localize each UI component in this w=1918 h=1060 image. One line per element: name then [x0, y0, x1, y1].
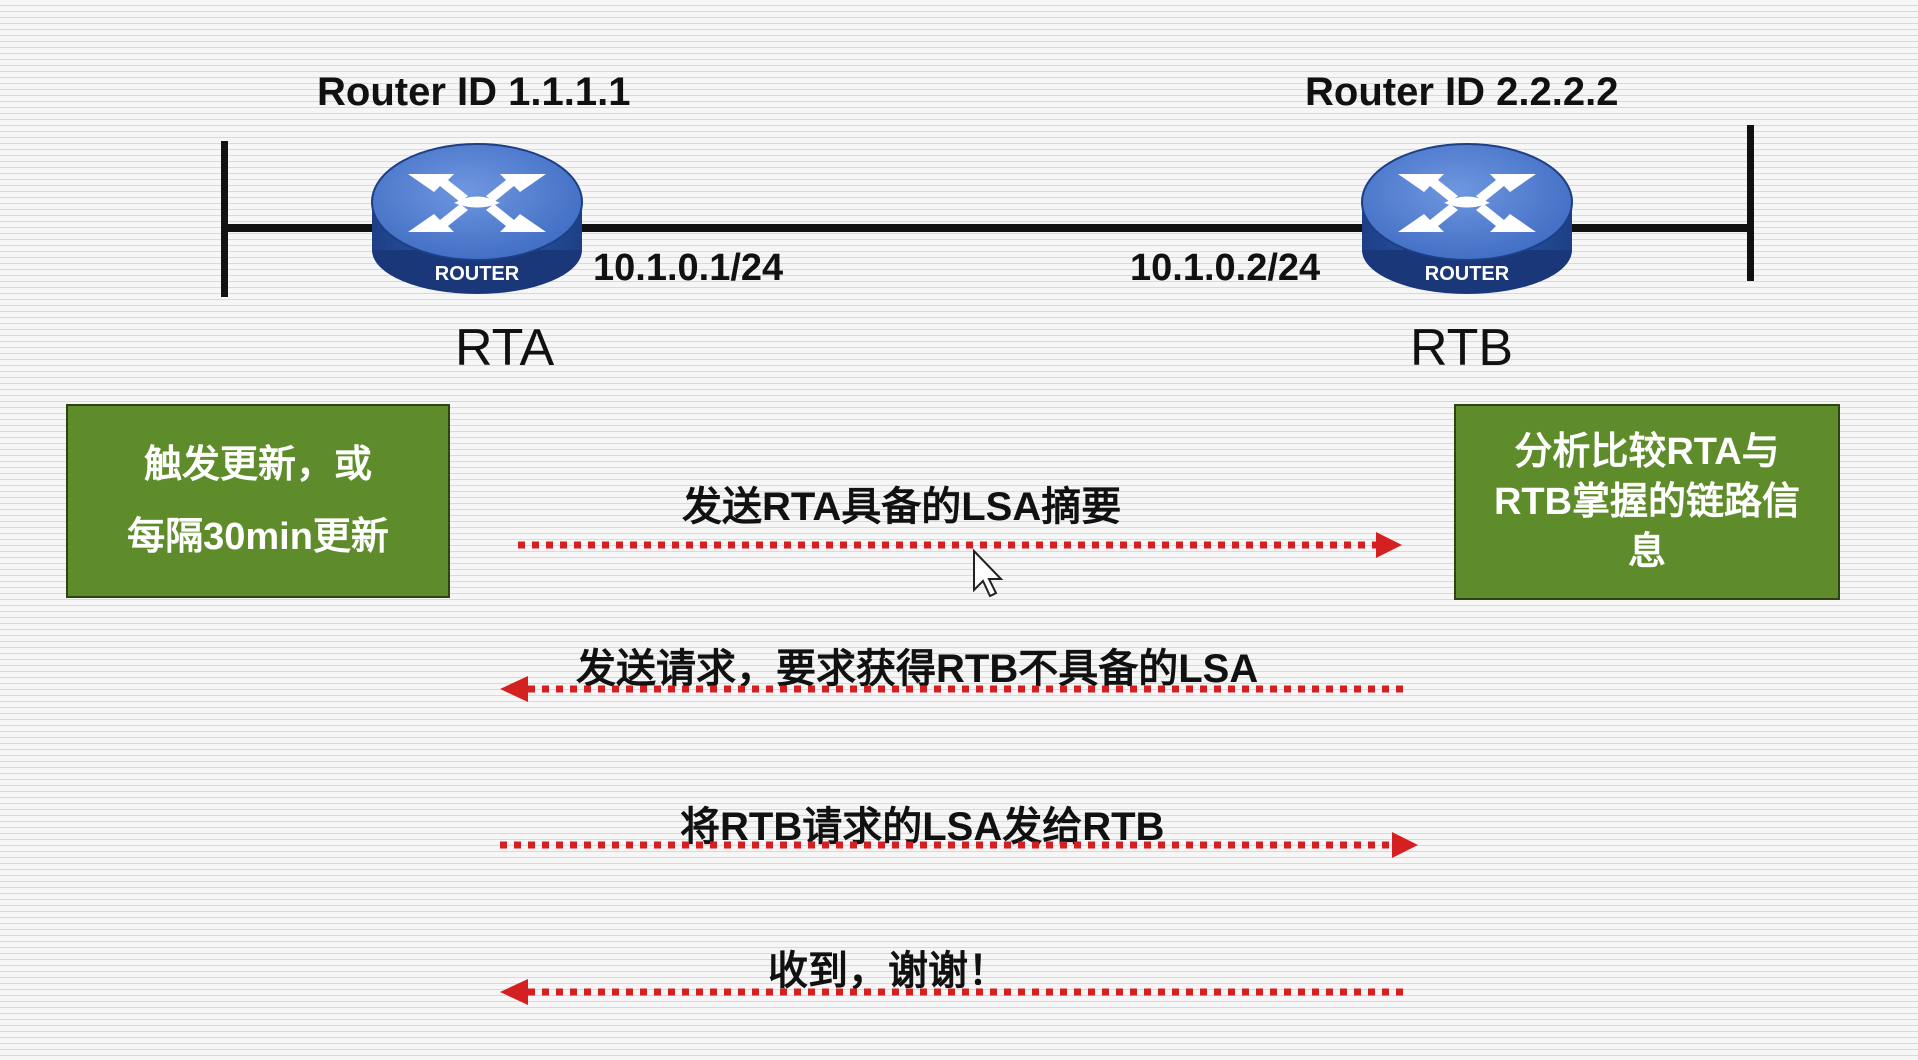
rtb-analysis-line: 分析比较RTA与	[1514, 431, 1780, 473]
rtb-analysis-line: 息	[1627, 531, 1666, 573]
rta-router-id: Router ID 1.1.1.1	[317, 70, 631, 114]
rtb-router-icon: ROUTER	[1361, 143, 1573, 294]
arrowhead-right	[1392, 832, 1418, 858]
rta-router-icon-label: ROUTER	[435, 263, 520, 285]
rta-ip-label: 10.1.0.1/24	[593, 247, 784, 289]
rta-trigger-box: 触发更新，或 每隔30min更新	[66, 404, 450, 598]
rtb-ip-label: 10.1.0.2/24	[1130, 247, 1321, 289]
rtb-analysis-box: 分析比较RTA与 RTB掌握的链路信 息	[1454, 404, 1840, 600]
rta-trigger-line: 触发更新，或	[143, 444, 372, 486]
cursor-icon	[973, 548, 1004, 598]
rtb-analysis-line: RTB掌握的链路信	[1493, 481, 1801, 523]
rtb-router-id: Router ID 2.2.2.2	[1305, 70, 1619, 114]
segment-right-end	[1747, 125, 1754, 281]
rta-name: RTA	[455, 319, 555, 377]
rtb-router-icon-label: ROUTER	[1425, 263, 1510, 285]
arrowhead-left	[500, 979, 528, 1005]
rtb-name: RTB	[1410, 319, 1514, 377]
arrowhead-right	[1376, 532, 1402, 558]
rta-router-icon: ROUTER	[371, 143, 583, 294]
message-label: 发送请求，要求获得RTB不具备的LSA	[576, 647, 1259, 691]
arrowhead-left	[500, 676, 528, 702]
message-label: 收到，谢谢！	[768, 949, 1008, 993]
message-label: 发送RTA具备的LSA摘要	[682, 485, 1122, 529]
rta-trigger-line: 每隔30min更新	[127, 516, 389, 558]
network-link	[224, 224, 1751, 232]
segment-left-end	[221, 141, 228, 297]
